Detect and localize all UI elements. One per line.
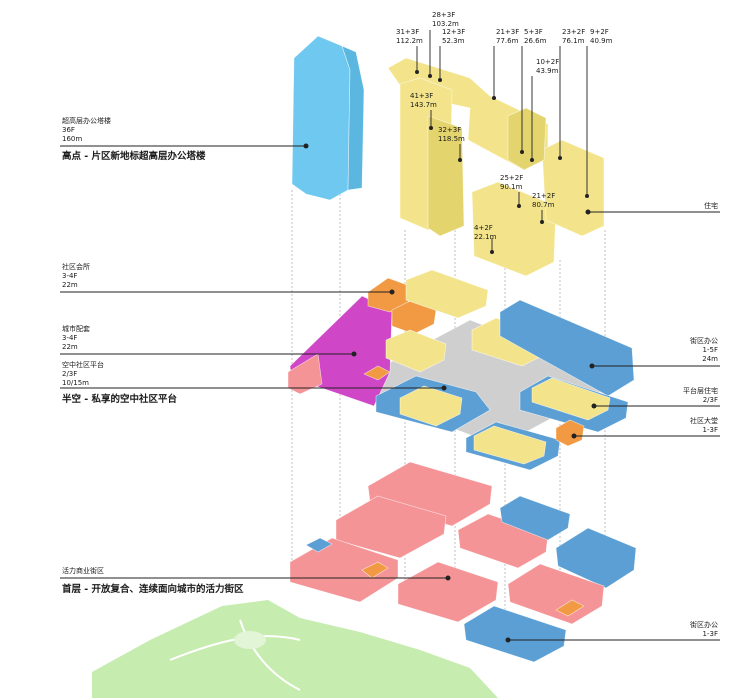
city-height: 22m (62, 343, 78, 351)
height-value-0: 112.2m (396, 37, 423, 45)
height-value-3: 77.6m (496, 37, 519, 45)
height-floors-6: 9+2F (590, 28, 609, 36)
platform-res-floors: 2/3F (703, 396, 718, 404)
office-upper-name: 街区办公 (690, 336, 718, 345)
orange-small (363, 365, 391, 381)
park-layer (92, 600, 498, 698)
yellow-tower-5 (507, 107, 547, 171)
height-labels: 31+3F 112.2m 28+3F 103.2m 12+3F 52.3m 21… (396, 11, 613, 241)
office-upper-height: 24m (702, 355, 718, 363)
pink-block-6 (507, 563, 605, 625)
lobby-floors: 1-3F (703, 426, 718, 434)
tower-layer (291, 35, 365, 201)
height-floors-2: 12+3F (442, 28, 465, 36)
orange-lobby (555, 419, 585, 447)
park-pond (234, 631, 266, 649)
park-area (92, 600, 498, 698)
city-name: 城市配套 (62, 324, 90, 333)
residential-layer (387, 57, 605, 277)
office-upper-floors: 1-5F (703, 346, 718, 354)
sky-platform-height: 10/15m (62, 379, 89, 387)
street-name: 活力商业街区 (62, 566, 104, 575)
residence-name: 住宅 (704, 201, 718, 210)
sky-platform-floors: 2/3F (62, 370, 77, 378)
club-floors: 3-4F (62, 272, 77, 280)
podium-layer (287, 269, 635, 471)
height-value-9: 118.5m (438, 135, 465, 143)
leader-lines (60, 30, 720, 643)
height-floors-12: 4+2F (474, 224, 493, 232)
tower-name: 超高层办公塔楼 (62, 116, 111, 125)
yellow-platform-res (531, 377, 611, 421)
height-value-10: 90.1m (500, 183, 523, 191)
height-floors-4: 5+3F (524, 28, 543, 36)
tower-height: 160m (62, 135, 82, 143)
height-value-1: 103.2m (432, 20, 459, 28)
height-floors-7: 10+2F (536, 58, 559, 66)
height-value-8: 143.7m (410, 101, 437, 109)
city-floors: 3-4F (62, 334, 77, 342)
yellow-club (405, 269, 489, 319)
height-value-12: 22.1m (474, 233, 497, 241)
height-floors-5: 23+2F (562, 28, 585, 36)
office-ground-name: 街区办公 (690, 620, 718, 629)
yellow-tower-4 (541, 139, 605, 237)
platform-res-name: 平台层住宅 (683, 386, 718, 395)
height-floors-0: 31+3F (396, 28, 419, 36)
sky-platform-caption: 半空 - 私享的空中社区平台 (62, 393, 178, 405)
sky-platform-name: 空中社区平台 (62, 360, 104, 369)
cyan-tower-side (341, 45, 365, 191)
yellow-podium-3 (399, 385, 463, 427)
yellow-tower-2 (427, 115, 465, 237)
club-name: 社区会所 (62, 262, 90, 271)
tower-floors: 36F (62, 126, 75, 134)
height-value-6: 40.9m (590, 37, 613, 45)
height-value-2: 52.3m (442, 37, 465, 45)
height-floors-8: 41+3F (410, 92, 433, 100)
pink-podium-left (287, 353, 323, 395)
blue-block-1 (499, 495, 571, 541)
ground-floor-layer (289, 461, 637, 663)
tower-caption: 高点 - 片区新地标超高层办公塔楼 (62, 150, 206, 162)
height-value-4: 26.6m (524, 37, 547, 45)
blue-corner-3 (305, 537, 333, 553)
height-value-5: 76.1m (562, 37, 585, 45)
cyan-tower-front (291, 35, 351, 201)
blue-block-2 (555, 527, 637, 589)
right-labels: 住宅 街区办公 1-5F 24m 平台层住宅 2/3F 社区大堂 1-3F 街区… (683, 201, 718, 638)
height-floors-3: 21+3F (496, 28, 519, 36)
yellow-podium-lower (473, 425, 547, 465)
height-value-7: 43.9m (536, 67, 559, 75)
yellow-podium-1 (385, 329, 447, 373)
height-floors-11: 21+2F (532, 192, 555, 200)
lobby-name: 社区大堂 (690, 416, 718, 425)
height-value-11: 80.7m (532, 201, 555, 209)
blue-block-3 (463, 605, 567, 663)
height-floors-1: 28+3F (432, 11, 455, 19)
office-ground-floors: 1-3F (703, 630, 718, 638)
height-floors-10: 25+2F (500, 174, 523, 182)
street-caption: 首层 - 开放复合、连续面向城市的活力街区 (62, 583, 244, 595)
pink-block-4 (397, 561, 499, 623)
left-labels: 超高层办公塔楼 36F 160m 高点 - 片区新地标超高层办公塔楼 社区会所 … (62, 116, 244, 595)
height-floors-9: 32+3F (438, 126, 461, 134)
blue-office-upper (499, 299, 635, 397)
orange-corner-6 (555, 599, 585, 617)
orange-corner-3 (361, 561, 389, 579)
club-height: 22m (62, 281, 78, 289)
